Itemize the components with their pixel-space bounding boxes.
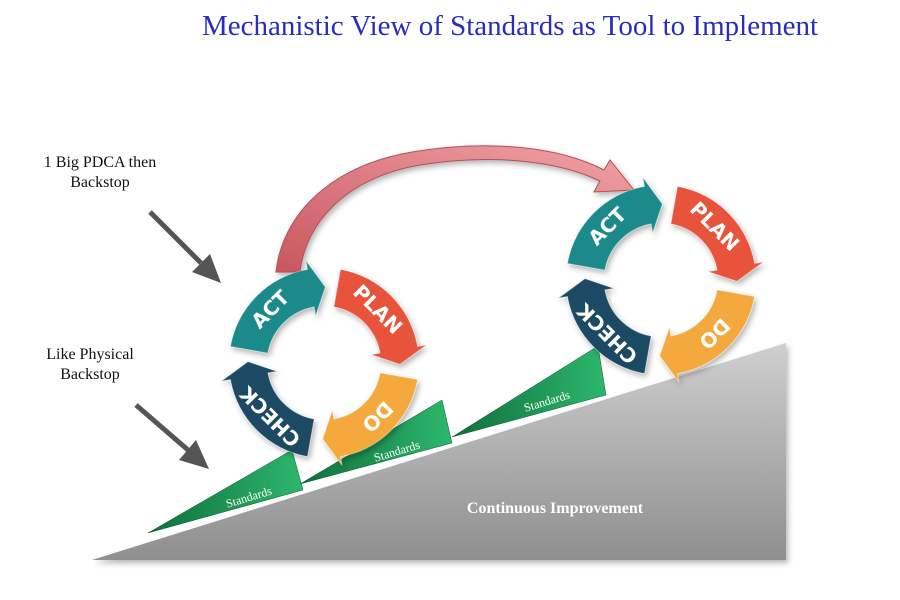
ramp-label: Continuous Improvement (467, 500, 644, 517)
annotation-line: Like Physical (46, 346, 134, 363)
cycle-segment-act (566, 177, 663, 271)
annotation-physical-backstop: Like Physical Backstop (10, 345, 170, 385)
annotation-big-pdca: 1 Big PDCA then Backstop (10, 153, 190, 193)
pointer-arrow (148, 210, 221, 283)
annotation-line: 1 Big PDCA then (43, 154, 157, 171)
annotation-line: Backstop (60, 366, 120, 383)
cycle-segment-do (659, 289, 756, 383)
cycle-segment-check (558, 278, 652, 375)
cycle-segment-do (322, 372, 419, 466)
pointer-arrow (134, 403, 209, 469)
standards-wedge: Standards (451, 345, 607, 438)
cycle-segment-plan (333, 268, 427, 365)
continuous-improvement-ramp (92, 343, 786, 560)
annotation-line: Backstop (70, 174, 130, 191)
page-title: Mechanistic View of Standards as Tool to… (201, 10, 819, 42)
cycle-segment-check (221, 361, 315, 458)
cycle-segment-plan (670, 185, 764, 282)
jump-arrow (275, 145, 636, 273)
cycle-segment-act (229, 260, 326, 354)
